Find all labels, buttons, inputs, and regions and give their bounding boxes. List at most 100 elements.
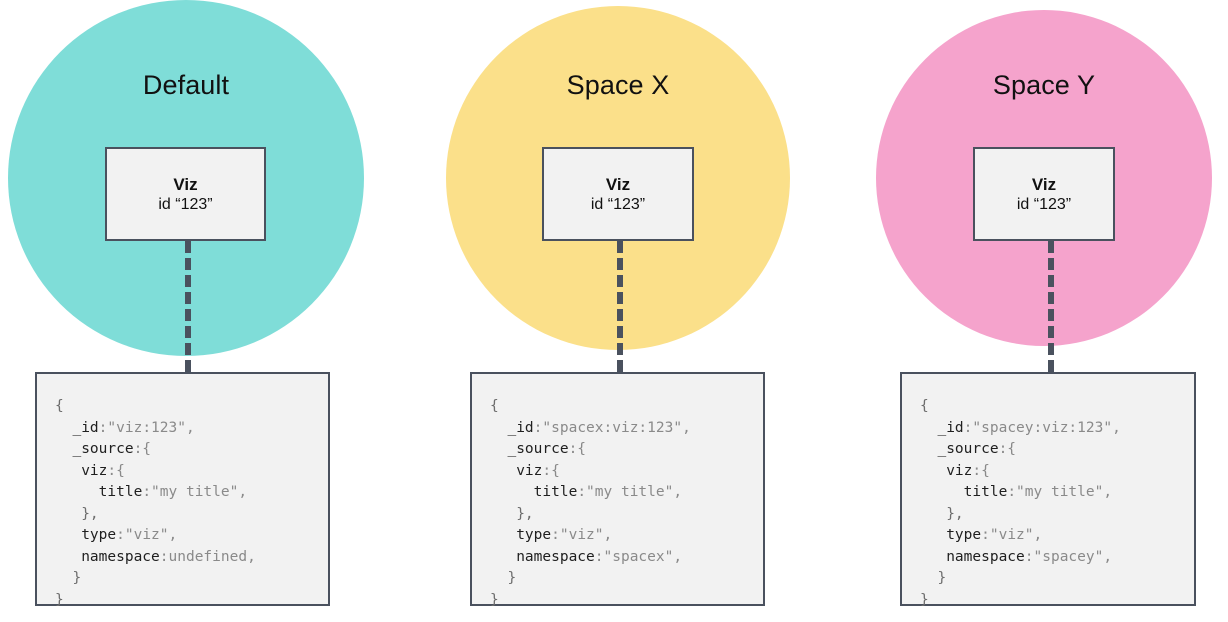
- code-line: _id:"spacey:viz:123",: [920, 418, 1176, 440]
- code-line: }: [920, 568, 1176, 590]
- code-token: {: [490, 398, 499, 414]
- code-line: namespace:undefined,: [55, 547, 310, 569]
- code-token: "my title": [1016, 484, 1104, 500]
- viz-node-title: Viz: [605, 174, 631, 194]
- code-token: _id: [507, 419, 534, 436]
- space-title-spacey: Space Y: [992, 70, 1096, 100]
- document-source-code: { _id:"viz:123", _source:{ viz:{ title:"…: [55, 396, 310, 611]
- code-line: namespace:"spacex",: [490, 547, 745, 569]
- code-token: "spacey:viz:123": [972, 419, 1113, 436]
- code-token: namespace: [516, 548, 595, 565]
- code-line: _source:{: [55, 439, 310, 461]
- code-token: "viz": [559, 527, 604, 543]
- code-token: :{: [998, 441, 1017, 457]
- code-token: namespace: [81, 548, 160, 565]
- viz-node-id: id “123”: [590, 195, 646, 213]
- code-token: :{: [107, 462, 125, 479]
- code-line: {: [920, 396, 1176, 418]
- code-token: [920, 506, 946, 522]
- code-line: {: [490, 396, 745, 418]
- code-token: :: [98, 419, 108, 436]
- code-line: }: [55, 590, 310, 612]
- code-token: "my title": [151, 484, 239, 500]
- code-token: "my title": [586, 484, 674, 500]
- code-token: "spacey": [1033, 548, 1104, 565]
- code-line: type:"viz",: [55, 525, 310, 547]
- code-token: title: [98, 484, 143, 500]
- code-line: namespace:"spacey",: [920, 547, 1176, 569]
- space-title-default: Default: [142, 70, 230, 100]
- document-source-box-spacex: { _id:"spacex:viz:123", _source:{ viz:{ …: [470, 372, 765, 608]
- document-source-box-default: { _id:"viz:123", _source:{ viz:{ title:"…: [35, 372, 330, 608]
- code-token: :: [577, 484, 587, 500]
- code-token: }: [920, 591, 929, 608]
- code-token: ,: [238, 484, 248, 500]
- code-token: }: [507, 570, 517, 586]
- code-line: _source:{: [490, 439, 745, 461]
- code-token: type: [946, 527, 982, 543]
- code-token: :: [142, 484, 152, 500]
- code-line: viz:{: [490, 461, 745, 483]
- viz-node-id: id “123”: [158, 195, 213, 213]
- code-token: undefined: [168, 548, 248, 565]
- document-source-code: { _id:"spacex:viz:123", _source:{ viz:{ …: [490, 396, 745, 611]
- code-token: viz: [516, 462, 543, 479]
- code-token: ,: [673, 484, 683, 500]
- code-token: },: [946, 505, 964, 522]
- code-token: "viz": [124, 527, 169, 543]
- code-token: _id: [937, 419, 964, 436]
- code-line: title:"my title",: [920, 482, 1176, 504]
- code-token: [920, 441, 937, 457]
- code-token: ,: [247, 548, 256, 565]
- code-token: }: [490, 591, 499, 608]
- code-line: }: [920, 590, 1176, 612]
- code-token: :: [594, 548, 604, 565]
- space-title-spacex: Space X: [566, 70, 670, 100]
- code-token: }: [72, 570, 82, 586]
- code-token: viz: [946, 462, 973, 479]
- code-token: }: [55, 591, 64, 608]
- code-token: [920, 484, 964, 500]
- code-line: type:"viz",: [490, 525, 745, 547]
- code-token: ,: [1103, 548, 1113, 565]
- code-token: namespace: [946, 548, 1025, 565]
- code-token: _id: [72, 419, 99, 436]
- code-token: [920, 463, 946, 479]
- code-line: _id:"viz:123",: [55, 418, 310, 440]
- code-token: :{: [542, 462, 560, 479]
- code-line: },: [920, 504, 1176, 526]
- code-token: type: [516, 527, 552, 543]
- code-token: [920, 549, 946, 565]
- document-source-code: { _id:"spacey:viz:123", _source:{ viz:{ …: [920, 396, 1176, 611]
- code-token: ,: [1103, 484, 1113, 500]
- code-token: ,: [603, 527, 613, 543]
- code-token: :: [1007, 484, 1017, 500]
- code-token: _source: [937, 441, 999, 457]
- viz-node-id: id “123”: [1016, 195, 1072, 213]
- code-token: :{: [972, 462, 990, 479]
- code-token: viz: [81, 462, 108, 479]
- code-line: _source:{: [920, 439, 1176, 461]
- code-line: }: [490, 590, 745, 612]
- code-token: :{: [568, 441, 587, 457]
- code-token: },: [81, 505, 99, 522]
- code-token: "viz:123": [107, 419, 186, 436]
- code-line: viz:{: [920, 461, 1176, 483]
- code-token: "viz": [989, 527, 1034, 543]
- code-token: {: [55, 398, 64, 414]
- code-token: "spacex": [603, 548, 674, 565]
- code-token: :: [116, 527, 125, 543]
- viz-node-title: Viz: [1031, 174, 1057, 194]
- code-token: ,: [185, 419, 195, 436]
- code-token: [920, 527, 946, 543]
- code-line: }: [490, 568, 745, 590]
- code-token: :: [551, 527, 560, 543]
- code-line: }: [55, 568, 310, 590]
